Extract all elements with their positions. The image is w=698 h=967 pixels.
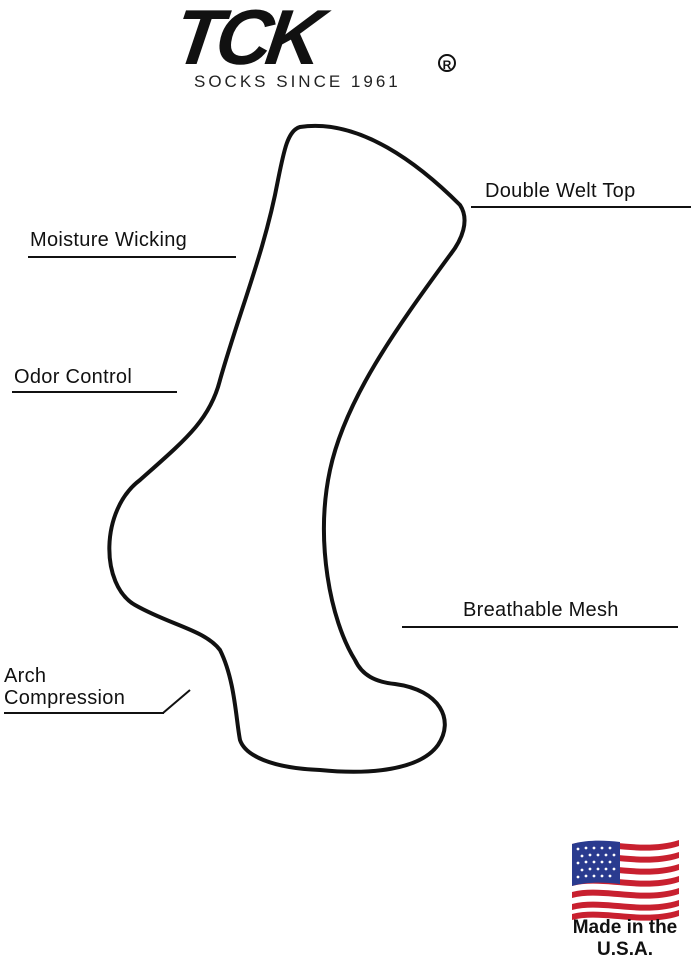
- origin-text: Made in the U.S.A.: [550, 917, 698, 961]
- label-odor-control: Odor Control: [14, 366, 133, 388]
- leader-double-welt-top: [471, 206, 691, 208]
- label-breathable-mesh: Breathable Mesh: [463, 599, 619, 621]
- registered-mark-icon: R: [438, 54, 456, 72]
- leader-moisture-wicking: [28, 256, 236, 258]
- leader-odor-control: [12, 391, 177, 393]
- origin-line1: Made in the: [572, 917, 678, 938]
- leader-arch-compression: [4, 712, 164, 714]
- label-arch-line1: Arch: [4, 665, 47, 687]
- origin-line2: U.S.A.: [597, 939, 653, 960]
- brand-tagline: SOCKS SINCE 1961: [194, 72, 401, 91]
- label-double-welt-top: Double Welt Top: [485, 180, 636, 202]
- label-arch-line2: Compression: [4, 687, 126, 709]
- leader-breathable-mesh: [402, 626, 678, 628]
- label-moisture-wicking: Moisture Wicking: [30, 229, 188, 251]
